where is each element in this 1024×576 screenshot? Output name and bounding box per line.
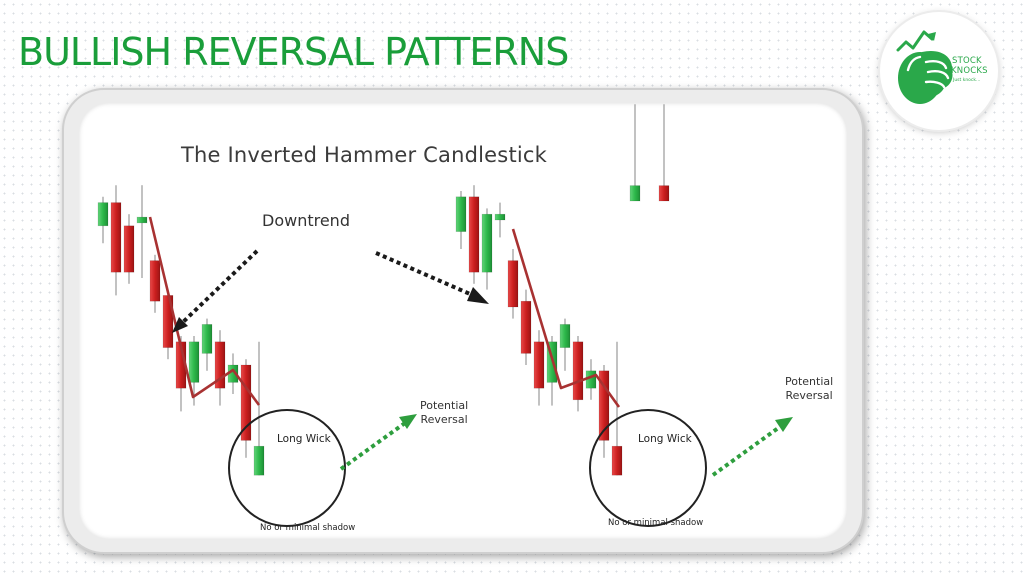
stock-knocks-logo: STOCK KNOCKS Just knock...	[880, 12, 998, 130]
right-reversal-arrow	[711, 424, 783, 477]
legend-candle-1-bull	[629, 185, 641, 202]
right-candle-1-bull	[455, 196, 467, 232]
diagram-title: The Inverted Hammer Candlestick	[181, 143, 548, 167]
right-downtrend-arrowhead	[467, 287, 489, 304]
right-candle-13-bear	[611, 445, 623, 476]
left-shadow-label: No or minimal shadow	[260, 523, 356, 533]
right-reversal-arrowhead	[775, 417, 793, 432]
right-downtrend-arrow	[375, 251, 471, 296]
left-candle-5-bear	[149, 260, 161, 302]
left-reversal-label: Potential Reversal	[420, 399, 469, 426]
left-candle-4-bull	[136, 216, 148, 224]
right-panel-candles	[455, 185, 623, 476]
right-long-wick-circle	[589, 409, 707, 527]
downtrend-label: Downtrend	[262, 211, 350, 230]
left-candle-12-bear	[240, 364, 252, 441]
left-long-wick-label: Long Wick	[277, 433, 331, 445]
logo-text-knocks: KNOCKS	[951, 66, 988, 76]
left-candle-13-bull	[253, 445, 265, 476]
left-candle-9-bull	[201, 324, 213, 354]
left-candle-10-bear	[214, 341, 226, 389]
logo-tagline: Just knock...	[953, 78, 981, 83]
left-downtrend-arrowhead	[172, 317, 188, 333]
left-panel-candles	[97, 185, 265, 476]
left-downtrend-arrow	[179, 249, 259, 326]
left-candle-1-bull	[97, 202, 109, 227]
right-candle-10-bear	[572, 341, 584, 401]
right-candle-4-bull	[494, 213, 506, 221]
left-reversal-arrowhead	[399, 414, 417, 429]
right-candle-3-bull	[481, 213, 493, 273]
left-candle-3-bear	[123, 225, 135, 273]
slide-title: BULLISH REVERSAL PATTERNS	[18, 30, 569, 74]
left-candle-2-bear	[110, 202, 122, 273]
right-candle-12-bear	[598, 370, 610, 441]
legend-candle-2-bear	[658, 185, 670, 202]
right-candle-5-bear	[507, 260, 519, 308]
right-candle-7-bear	[533, 341, 545, 389]
diagram-panel: The Inverted Hammer Candlestick Downtren…	[79, 103, 847, 539]
diagram-frame: The Inverted Hammer Candlestick Downtren…	[62, 88, 864, 554]
right-shadow-label: No or minimal shadow	[608, 518, 704, 528]
right-candle-6-bear	[520, 300, 532, 354]
right-trend-line	[511, 228, 621, 408]
right-long-wick-label: Long Wick	[638, 433, 692, 445]
inverted-hammer-diagram	[97, 104, 793, 527]
right-candle-2-bear	[468, 196, 480, 273]
left-reversal-arrow	[339, 421, 407, 471]
fist-bump-icon	[896, 30, 953, 104]
left-trend-line	[148, 216, 261, 406]
legend-candles	[629, 104, 670, 202]
logo-text-stock: STOCK	[952, 56, 982, 66]
left-candle-8-bull	[188, 341, 200, 383]
right-reversal-label: Potential Reversal	[785, 375, 834, 402]
right-candle-9-bull	[559, 324, 571, 348]
left-long-wick-circle	[228, 409, 346, 527]
